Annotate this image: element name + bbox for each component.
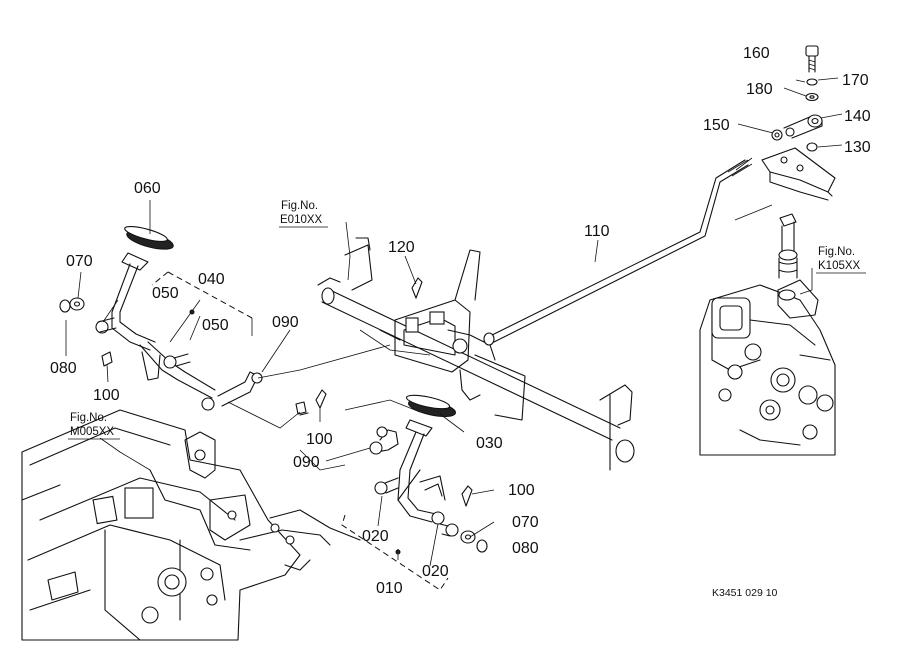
transmission-housing xyxy=(699,284,836,456)
cross-shaft xyxy=(317,237,635,471)
part-label-070-left: 070 xyxy=(66,253,93,270)
part-label-080-right: 080 xyxy=(512,540,539,557)
part-label-180: 180 xyxy=(746,81,773,98)
part-label-020-left: 020 xyxy=(362,528,389,545)
part-label-120: 120 xyxy=(388,239,415,256)
part-labels: 160 170 180 140 150 130 110 120 060 070 … xyxy=(50,45,871,597)
part-label-060: 060 xyxy=(134,180,161,197)
part-label-090-lower: 090 xyxy=(293,454,320,471)
part-label-130: 130 xyxy=(844,139,871,156)
assembly-brackets xyxy=(151,271,449,591)
part-label-090-upper: 090 xyxy=(272,314,299,331)
part-label-140: 140 xyxy=(844,108,871,125)
part-label-030: 030 xyxy=(476,435,503,452)
left-pedal-assembly xyxy=(59,225,263,411)
drawing-code: K3451 029 10 xyxy=(712,587,778,599)
part-label-080-left: 080 xyxy=(50,360,77,377)
fig-ref-m005-label: Fig.No. xyxy=(70,412,107,424)
pins-clips xyxy=(295,277,473,507)
right-pedal-assembly xyxy=(369,394,488,553)
part-label-050-lower: 050 xyxy=(202,317,229,334)
fig-ref-m005-code: M005XX xyxy=(70,426,114,438)
linkage-rod xyxy=(483,157,753,346)
part-label-100-right: 100 xyxy=(508,482,535,499)
part-label-100-left: 100 xyxy=(93,387,120,404)
fig-ref-e010-label: Fig.No. xyxy=(281,200,318,212)
part-label-020-right: 020 xyxy=(422,563,449,580)
fig-ref-k105-code: K105XX xyxy=(818,260,861,272)
part-label-160: 160 xyxy=(743,45,770,62)
fig-ref-k105-label: Fig.No. xyxy=(818,246,855,258)
rod-end-assembly xyxy=(734,45,836,319)
part-label-110: 110 xyxy=(584,223,610,240)
fig-ref-e010-code: E010XX xyxy=(280,214,323,226)
frame-assembly xyxy=(21,409,361,641)
figure-references: Fig.No. E010XX Fig.No. K105XX Fig.No. M0… xyxy=(68,200,866,440)
part-label-100-middle: 100 xyxy=(306,431,333,448)
part-label-050-upper: 050 xyxy=(152,285,179,302)
part-label-010: 010 xyxy=(376,580,403,597)
part-label-070-right: 070 xyxy=(512,514,539,531)
part-label-170: 170 xyxy=(842,72,869,89)
part-label-040: 040 xyxy=(198,271,225,288)
leader-lines xyxy=(65,77,843,567)
part-label-150: 150 xyxy=(703,117,730,134)
